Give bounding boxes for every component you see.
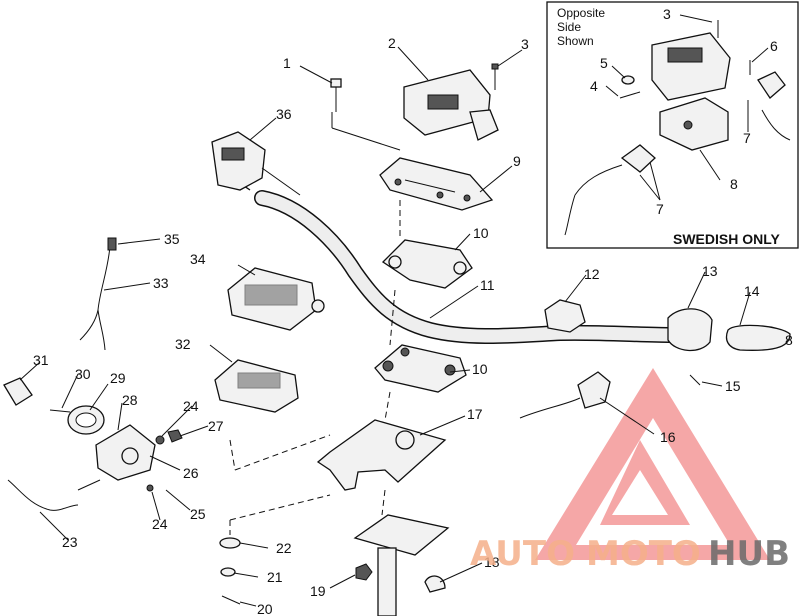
watermark-text-moto: MOTO bbox=[586, 534, 701, 574]
callout-2: 2 bbox=[388, 35, 396, 51]
cover-part-32 bbox=[214, 359, 299, 413]
callout-3: 3 bbox=[521, 36, 529, 52]
callout-11: 11 bbox=[480, 277, 495, 293]
alignment-lines bbox=[229, 200, 401, 535]
inset-callout-3: 3 bbox=[663, 6, 671, 22]
base-plate-part-18 bbox=[353, 514, 450, 616]
screw-part-30 bbox=[49, 409, 71, 413]
inset-callout-5: 5 bbox=[600, 55, 608, 71]
inset-leaders bbox=[605, 14, 769, 201]
callout-10-upper: 10 bbox=[473, 225, 489, 241]
callout-30: 30 bbox=[75, 366, 91, 382]
bolt-part-24-lower bbox=[146, 484, 154, 492]
callout-15: 15 bbox=[725, 378, 741, 394]
bulb-part-31 bbox=[3, 377, 33, 406]
callout-14: 14 bbox=[744, 283, 760, 299]
callout-35: 35 bbox=[164, 231, 180, 247]
callout-26: 26 bbox=[183, 465, 199, 481]
cable-part-23 bbox=[7, 479, 79, 511]
callout-12: 12 bbox=[584, 266, 600, 282]
inset-callout-7-left: 7 bbox=[656, 201, 664, 217]
mounting-plate-part-17 bbox=[316, 419, 447, 491]
inset-callout-4: 4 bbox=[590, 78, 598, 94]
screw-part-3 bbox=[491, 63, 499, 90]
watermark-text-hub: HUB bbox=[708, 534, 790, 574]
callout-22: 22 bbox=[276, 540, 292, 556]
callout-labels: 1 2 3 9 10 11 10 17 18 19 20 21 22 36 35… bbox=[33, 35, 760, 616]
screw-part-20 bbox=[221, 595, 241, 605]
switch-part-12 bbox=[544, 299, 586, 333]
bolt-part-1 bbox=[330, 78, 342, 112]
nut-part-27 bbox=[167, 429, 183, 443]
kill-switch-part-16 bbox=[519, 371, 611, 419]
callout-27: 27 bbox=[208, 418, 224, 434]
inset-callout-6: 6 bbox=[770, 38, 778, 54]
washer-part-22 bbox=[219, 537, 241, 549]
screw-part-15 bbox=[689, 374, 701, 386]
callout-16: 16 bbox=[660, 429, 676, 445]
housing-part-2 bbox=[403, 69, 499, 141]
inset-switch-right bbox=[749, 60, 791, 141]
screw-part-25 bbox=[77, 479, 101, 491]
callout-32: 32 bbox=[175, 336, 191, 352]
watermark-inner-triangle bbox=[600, 440, 690, 525]
inset-note-line2: Side bbox=[557, 20, 581, 34]
inset-callout-7-right: 7 bbox=[743, 130, 751, 146]
clamp-upper-part-10 bbox=[381, 239, 473, 289]
housing-part-26 bbox=[95, 424, 156, 481]
inset-callout-labels: 3 6 5 4 7 8 7 8 bbox=[590, 6, 793, 348]
grip-part-14 bbox=[725, 324, 791, 351]
callout-20: 20 bbox=[257, 601, 273, 616]
callout-31: 31 bbox=[33, 352, 49, 368]
callout-10-lower: 10 bbox=[472, 361, 488, 377]
callout-28: 28 bbox=[122, 392, 138, 408]
callout-19: 19 bbox=[310, 583, 326, 599]
callout-17: 17 bbox=[467, 406, 483, 422]
wire-harness-part-33 bbox=[79, 237, 117, 351]
callout-8-grip-end: 8 bbox=[785, 332, 793, 348]
lever-part-36 bbox=[211, 131, 301, 196]
callout-21: 21 bbox=[267, 569, 283, 585]
clamp-plate-part-9 bbox=[379, 157, 494, 211]
callout-1: 1 bbox=[283, 55, 291, 71]
nut-part-19 bbox=[355, 563, 373, 581]
callout-24-upper: 24 bbox=[183, 398, 199, 414]
inset-swedish-only: Opposite Side Shown SWEDISH ONLY bbox=[546, 1, 799, 249]
inset-title: SWEDISH ONLY bbox=[673, 231, 780, 247]
callout-29: 29 bbox=[110, 370, 126, 386]
inset-note-line3: Shown bbox=[557, 34, 594, 48]
callout-23: 23 bbox=[62, 534, 78, 550]
leader-lines bbox=[19, 46, 751, 607]
inset-switch-left bbox=[564, 144, 656, 236]
meter-part-34 bbox=[227, 267, 325, 331]
callout-18: 18 bbox=[484, 554, 500, 570]
callout-13: 13 bbox=[702, 263, 718, 279]
inset-note-line1: Opposite bbox=[557, 6, 605, 20]
callout-34: 34 bbox=[190, 251, 206, 267]
inset-bracket bbox=[659, 97, 729, 151]
watermark-triangle bbox=[535, 368, 770, 560]
inset-housing bbox=[651, 32, 731, 101]
callout-25: 25 bbox=[190, 506, 206, 522]
watermark-wordmark: AUTO MOTO HUB bbox=[470, 534, 790, 574]
callout-9: 9 bbox=[513, 153, 521, 169]
throttle-housing-part-13 bbox=[667, 308, 713, 352]
callout-36: 36 bbox=[276, 106, 292, 122]
clamp-lower-part-10 bbox=[374, 344, 467, 393]
grommet-part-21 bbox=[220, 567, 236, 577]
watermark-logo bbox=[535, 368, 770, 560]
watermark-text-auto: AUTO bbox=[470, 534, 575, 574]
ring-part-29 bbox=[67, 405, 105, 435]
callout-33: 33 bbox=[153, 275, 169, 291]
bolt-part-24-upper bbox=[155, 435, 165, 445]
inset-callout-8: 8 bbox=[730, 176, 738, 192]
callout-24-lower: 24 bbox=[152, 516, 168, 532]
